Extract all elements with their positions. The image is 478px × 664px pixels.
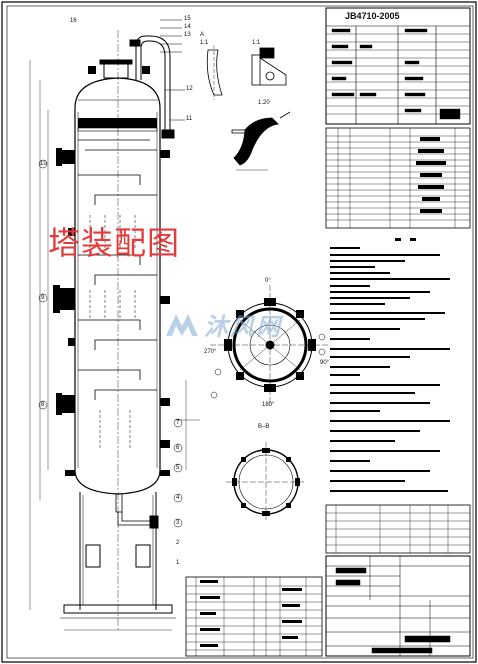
- balloon-label-9: 9: [41, 295, 45, 301]
- tower-column: [29, 30, 200, 631]
- balloon-label-15: 15: [184, 16, 191, 22]
- section-bb: [226, 442, 306, 522]
- balloon-label-3: 3: [176, 520, 180, 526]
- balloon-label-5: 5: [176, 465, 180, 471]
- standard-title: JB4710-2005: [345, 11, 400, 21]
- detail-a-label: A: [200, 32, 205, 38]
- detail-b-scale: 1:1: [252, 40, 261, 46]
- section-bb-label: B–B: [258, 424, 270, 430]
- balloon-label-1: 1: [176, 560, 180, 566]
- balloon-label-6: 6: [176, 445, 180, 451]
- balloon-label-12: 12: [186, 86, 193, 92]
- angle-top-label: 0°: [265, 278, 271, 284]
- watermark-logo-icon: [166, 314, 198, 336]
- parameter-rows: [326, 28, 470, 120]
- balloon-label-8: 8: [41, 402, 45, 408]
- balloon-label-7: 7: [176, 420, 180, 426]
- detail-a-scale: 1:1: [200, 40, 209, 46]
- part-balloons: [38, 19, 185, 528]
- watermark-text: 沐风网: [204, 314, 282, 341]
- orientation-view: [210, 285, 330, 405]
- title-block-bottom: [325, 555, 471, 657]
- nozzle-table: [325, 127, 471, 229]
- detail-c: [231, 111, 291, 171]
- balloon-label-11: 11: [186, 116, 193, 122]
- parts-list-bottom: [185, 576, 323, 657]
- detail-b: [251, 47, 287, 86]
- balloon-label-4: 4: [176, 495, 180, 501]
- balloon-label-10: 10: [40, 161, 47, 167]
- balloon-label-14: 14: [184, 24, 191, 30]
- technical-notes: [330, 238, 450, 492]
- drawing-title: 塔装配图: [48, 224, 181, 262]
- angle-right-label: 90°: [320, 360, 330, 366]
- balloon-label-2: 2: [176, 540, 180, 546]
- parts-list-right: [325, 504, 471, 554]
- angle-bottom-label: 180°: [262, 402, 275, 408]
- detail-a: [206, 45, 223, 100]
- balloon-label-16: 16: [70, 18, 77, 24]
- balloon-label-13: 13: [184, 32, 191, 38]
- angle-left-label: 270°: [204, 349, 217, 355]
- detail-c-scale: 1:20: [258, 100, 270, 106]
